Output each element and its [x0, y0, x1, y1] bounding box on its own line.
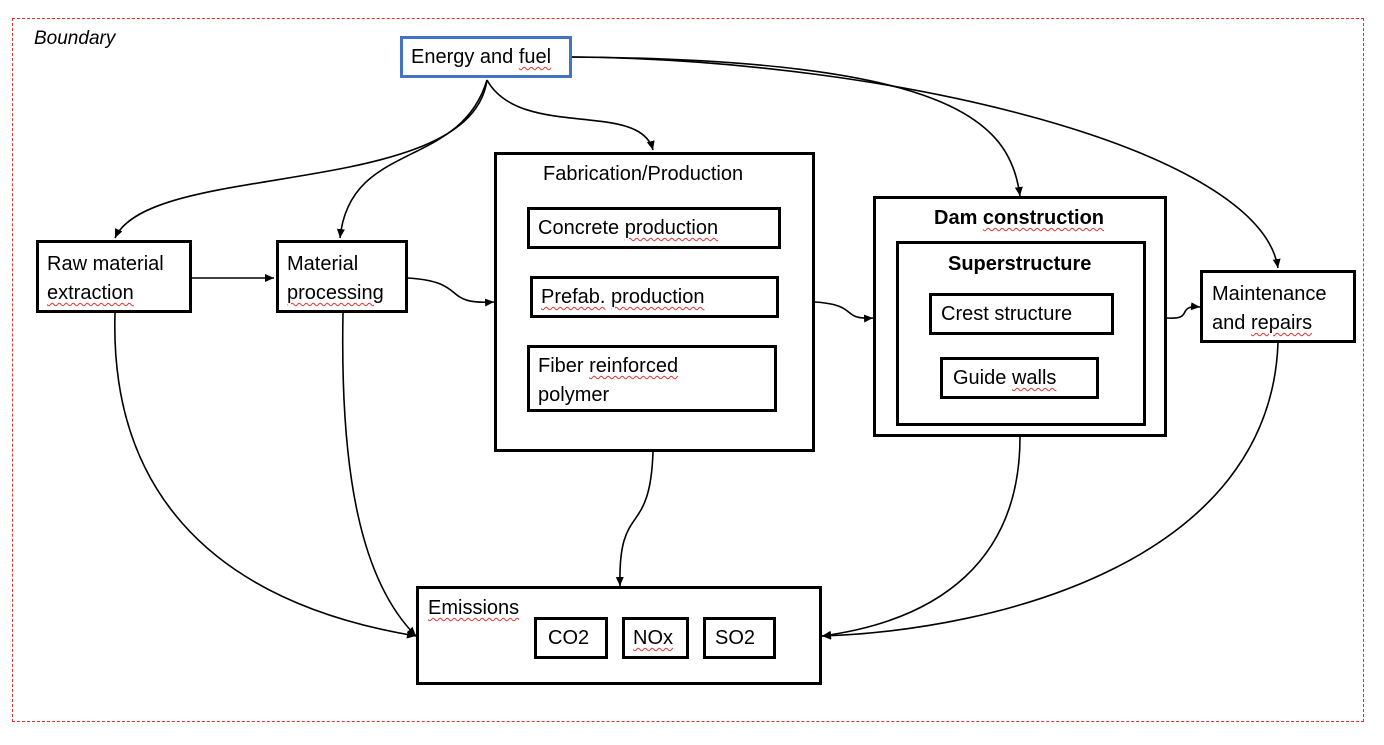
emission-co2-box — [534, 617, 608, 659]
concrete-production-box — [527, 207, 781, 249]
arrow-energy-to-maintenance — [571, 56, 1281, 269]
energy-fuel-text: Energy and — [411, 46, 519, 68]
fabrication-title: Fabrication/Production — [543, 163, 744, 185]
fiber-polymer-text: Fiber — [538, 355, 590, 377]
arrow-energy-to-dam — [571, 56, 1023, 197]
energy-fuel-label: Energy and fuel — [411, 43, 551, 71]
crest-structure-box — [929, 293, 1114, 335]
emission-nox-label: NOx — [633, 627, 673, 649]
prefab-production-text-3: production — [611, 286, 705, 308]
prefab-production-box — [530, 276, 779, 318]
concrete-production-text-2: production — [624, 217, 719, 239]
arrow-maintenance-to-emissions — [821, 342, 1279, 640]
guide-walls-box — [940, 357, 1099, 399]
arrow-fabrication-to-emissions — [615, 451, 654, 587]
arrow-dam-to-emissions — [821, 436, 1021, 639]
arrow-energy-to-fabrication — [486, 79, 655, 151]
arrow-dam-to-maintenance — [1166, 302, 1201, 319]
guide-walls-text: Guide — [953, 367, 1012, 389]
prefab-production-text: Prefab. — [541, 286, 606, 308]
fiber-polymer-line1: Fiber reinforced — [538, 352, 678, 380]
raw-material-line2: extraction — [47, 282, 134, 304]
raw-material-line1: Raw material — [47, 253, 164, 275]
emissions-title: Emissions — [428, 597, 520, 619]
emission-nox-box — [622, 617, 689, 659]
material-processing-line2: processing — [287, 282, 384, 304]
emission-so2-box — [703, 617, 776, 659]
arrow-processing-to-fabrication — [407, 277, 495, 307]
raw-material-box — [36, 240, 192, 313]
guide-walls-label: Guide walls — [953, 364, 1056, 392]
fiber-polymer-line2: polymer — [538, 384, 610, 406]
superstructure-title: Superstructure — [948, 253, 1092, 275]
arrow-energy-to-raw — [114, 79, 488, 239]
maintenance-text: and — [1212, 312, 1251, 334]
fiber-polymer-text-2: reinforced — [589, 355, 679, 377]
energy-fuel-text-2: fuel — [518, 46, 552, 68]
emission-so2-label: SO2 — [715, 627, 756, 649]
material-processing-box — [276, 240, 408, 313]
dam-construction-text-2: construction — [982, 207, 1105, 229]
fiber-polymer-box — [527, 345, 777, 412]
emission-co2-label: CO2 — [548, 627, 590, 649]
concrete-production-text: Concrete — [538, 217, 625, 239]
guide-walls-text-2: walls — [1011, 367, 1057, 389]
dam-construction-title: Dam construction — [934, 204, 1104, 232]
arrow-energy-to-processing — [336, 79, 488, 239]
maintenance-line2: and repairs — [1212, 309, 1312, 337]
arrow-fabrication-to-dam — [814, 301, 874, 323]
dam-construction-text: Dam — [934, 207, 983, 229]
boundary-label: Boundary — [34, 28, 116, 49]
arrow-raw-to-emissions — [114, 312, 417, 639]
energy-fuel-box — [400, 36, 572, 78]
concrete-production-label: Concrete production — [538, 214, 718, 242]
maintenance-box — [1200, 270, 1356, 343]
arrow-processing-to-emissions — [341, 312, 417, 637]
maintenance-text-2: repairs — [1250, 312, 1313, 334]
crest-structure-label: Crest structure — [941, 303, 1073, 325]
material-processing-line1: Material — [287, 253, 359, 275]
maintenance-line1: Maintenance — [1212, 283, 1327, 305]
system-boundary — [12, 18, 1364, 722]
prefab-production-label: Prefab. production — [541, 283, 704, 311]
